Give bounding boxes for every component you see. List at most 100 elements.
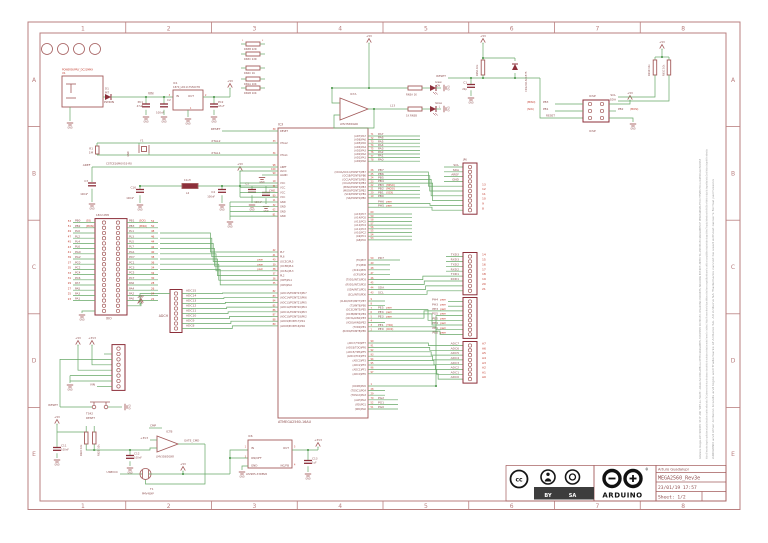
connector-pin — [101, 251, 107, 256]
label: 3 — [169, 94, 171, 97]
label: L — [439, 106, 441, 109]
label: XIO — [106, 317, 112, 321]
connector-pin — [115, 220, 121, 225]
pin-number: 88 — [273, 318, 276, 321]
row-letter: E — [731, 451, 735, 458]
connector-pin — [41, 43, 53, 55]
shape — [659, 43, 665, 49]
wire — [160, 237, 272, 258]
label: ON — [436, 85, 440, 88]
pin-label: ADC11 — [186, 309, 196, 313]
connector-pin — [73, 43, 85, 55]
ground-label: GND — [161, 120, 166, 123]
shape — [54, 418, 60, 424]
resistor — [407, 85, 423, 91]
label: PB1 — [543, 107, 549, 111]
wire — [182, 325, 272, 329]
pin-number: 56 — [371, 226, 374, 229]
wire-bundle — [182, 292, 272, 329]
ground-symbol: GND — [126, 467, 134, 474]
pin-number: 75 — [371, 148, 374, 151]
pin-label: pwm — [440, 308, 446, 311]
pin-number: 34 — [273, 152, 276, 155]
pin-label: A7 — [482, 342, 486, 346]
power-flag: +5V — [627, 91, 633, 101]
pin-label: 10 — [482, 197, 486, 201]
cc-text: cc — [515, 477, 523, 484]
label: pwm — [257, 263, 263, 266]
pin-function: GND — [280, 200, 286, 204]
net-label: PL6 — [75, 245, 80, 249]
pin-number: 28 — [151, 281, 155, 285]
header-outline — [94, 218, 128, 316]
pin-number: 72 — [371, 137, 374, 140]
pin-number: 23 — [68, 297, 72, 301]
pin-number: 2 — [371, 328, 373, 331]
resistor — [245, 51, 261, 57]
connector-pin — [467, 348, 473, 353]
pin-number: 54 — [371, 233, 374, 236]
connector-pin — [467, 327, 473, 332]
wire — [380, 203, 463, 206]
net-label: PL2 — [75, 234, 80, 238]
ground-label: GND — [249, 208, 254, 211]
pin-label: A3 — [482, 361, 486, 365]
connector-pin — [467, 283, 473, 288]
pin-number: 35 — [68, 266, 72, 270]
pin-number: 7 — [371, 307, 373, 310]
pin-number: 31 — [273, 185, 276, 188]
pin-number: 100 — [271, 168, 276, 171]
pin-number: 43 — [371, 292, 374, 295]
shape — [237, 165, 243, 171]
legal-line-2: Arduino SA may make changes to specifica… — [705, 149, 709, 459]
label: 100nF — [207, 195, 215, 199]
connector-pin — [467, 278, 473, 284]
pin-number: 52 — [151, 219, 155, 223]
header-outline — [462, 297, 478, 339]
label: 100nF — [80, 192, 88, 196]
pin-number: 53 — [68, 219, 72, 223]
net-label: PA4 — [129, 286, 134, 290]
pin-label: 13 — [482, 182, 486, 186]
connector-pin — [91, 404, 97, 410]
header-outline — [462, 252, 478, 296]
wire — [390, 275, 463, 280]
pin-function: (A11)PC3 — [354, 227, 366, 231]
net-label: PB3 — [129, 224, 135, 228]
ground-label: GND — [259, 181, 264, 184]
connector-pin — [116, 368, 121, 373]
pin-function: PL6 — [280, 255, 285, 259]
pin-number: 86 — [273, 309, 276, 312]
pin-function: (T3/INT6)PE6 — [350, 303, 367, 307]
net-label: PE0 — [378, 327, 384, 331]
column-number: 8 — [681, 26, 685, 33]
wire — [435, 315, 463, 386]
connector-pin — [115, 236, 121, 241]
connector-pin — [467, 198, 473, 203]
pin-function: PL2 — [280, 274, 285, 278]
ic-pin-group: 71(AD7)PA7PA772(AD6)PA6PA673(AD5)PA5PA57… — [335, 132, 436, 411]
pin-label: ADC10 — [186, 314, 196, 318]
net-label: PC4 — [75, 271, 81, 275]
pin-label: 17 — [482, 267, 486, 271]
row-letter: C — [32, 264, 36, 271]
net-label: SDA — [378, 286, 385, 290]
pin-number: 25 — [68, 292, 72, 296]
wire — [59, 359, 112, 407]
pin-number: 47 — [68, 234, 72, 238]
connector-pin — [115, 225, 121, 230]
pin-function: (AD4)PA4 — [354, 145, 366, 149]
ground-label: GND — [143, 120, 148, 123]
connector-pin — [101, 236, 107, 241]
net-label: PA3 — [75, 292, 80, 296]
pin-number: 50 — [371, 257, 374, 260]
diode — [430, 85, 437, 91]
connector-pin — [467, 332, 473, 337]
connector-pin — [467, 174, 473, 179]
label: C16 — [130, 186, 136, 190]
connector-pin — [587, 101, 593, 107]
pin-label: PE3 — [432, 307, 438, 311]
connector-pin — [101, 298, 107, 303]
pin-function: (RXD1/INT2)PD2 — [345, 283, 366, 287]
